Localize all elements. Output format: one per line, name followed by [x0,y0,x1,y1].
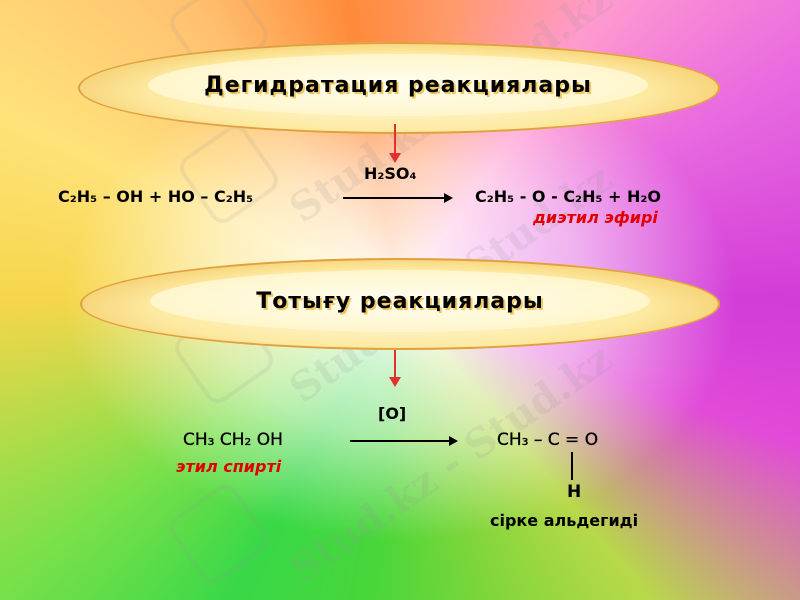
section1-title: Дегидратация реакциялары [204,72,592,98]
section2-down-arrow-icon [389,350,401,387]
aldehyde-hydrogen: H [567,482,582,502]
section2-title: Тотығу реакциялары [256,288,544,314]
carbon-hydrogen-bond [571,452,573,480]
ethanol-formula: CH₃ CH₂ OH [183,430,283,450]
dehydration-products: C₂H₅ - O - C₂H₅ + H₂O [475,187,662,206]
oxidation-reaction-arrow-icon [350,437,458,445]
section2-title-oval: Тотығу реакциялары [80,258,720,350]
acetaldehyde-formula: CH₃ – C = O [497,430,599,450]
acetaldehyde-label: сірке альдегиді [490,511,639,530]
ethyl-alcohol-label: этил спирті [176,457,282,476]
dehydration-reaction-arrow-icon [343,194,453,202]
diethyl-ether-label: диэтил эфирі [533,208,658,227]
dehydration-reactants: C₂H₅ – OH + HO – C₂H₅ [58,187,254,206]
section1-title-oval: Дегидратация реакциялары [78,42,720,134]
dehydration-catalyst: H₂SO₄ [364,164,417,183]
section1-down-arrow-icon [389,124,401,163]
oxidant-label: [O] [378,404,407,423]
